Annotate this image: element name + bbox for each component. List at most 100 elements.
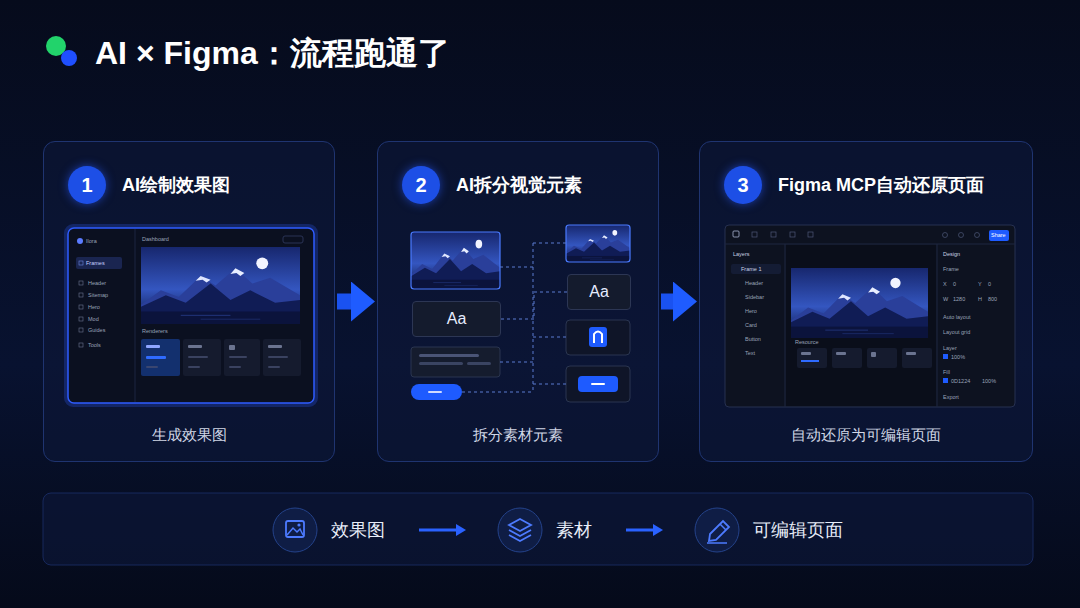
flow-arrow: [626, 529, 653, 532]
mock-dashboard: [183, 339, 221, 376]
flow-icons: [286, 521, 304, 537]
ui-label: Sitemap: [88, 292, 108, 299]
ui-label: Dashboard: [142, 236, 169, 243]
mock-figma: [808, 232, 813, 237]
split-elements: [411, 225, 630, 402]
mock-figma: [725, 225, 1015, 407]
split-elements: [419, 354, 479, 357]
mock-dashboard: [224, 339, 260, 376]
mock-figma: [902, 348, 932, 368]
flow-icons: [509, 519, 531, 531]
mock-figma: [785, 244, 786, 407]
step-number-text: 2: [415, 174, 426, 197]
step-number-text: 3: [737, 174, 748, 197]
ui-label: Renderers: [142, 328, 168, 335]
ui-label: 0D1224: [951, 378, 970, 385]
mock-dashboard: [268, 345, 282, 348]
mock-dashboard: [68, 228, 314, 403]
mock-figma: [791, 268, 928, 338]
step-number: 2: [402, 166, 440, 204]
mock-dashboard: [79, 281, 83, 285]
step-panel: Figma MCP自动还原页面自动还原为可编辑页面3: [699, 141, 1033, 462]
ui-label: Design: [943, 251, 960, 258]
mock-figma: [867, 348, 897, 368]
mock-dashboard: [146, 366, 158, 368]
mock-dashboard: [188, 356, 208, 358]
ui-label: Frame 1: [741, 266, 761, 273]
mock-figma: [801, 360, 819, 362]
panel-fill: [43, 141, 335, 462]
split-elements: [467, 362, 491, 365]
leader-lines: [533, 337, 566, 338]
mock-dashboard: [263, 339, 301, 376]
flow-text: 效果图: [331, 518, 385, 542]
flow-item: 素材: [496, 506, 596, 554]
flow-icons: [273, 508, 317, 552]
mock-figma: [943, 354, 948, 359]
split-elements: [566, 366, 630, 402]
leader-lines: [500, 362, 533, 363]
ui-label: Hero: [88, 304, 100, 311]
mock-dashboard: [79, 305, 83, 309]
ui-label: 0: [953, 281, 956, 288]
ui-label: Card: [745, 322, 757, 329]
mock-figma: [836, 352, 846, 355]
flow-icons: [707, 542, 727, 544]
step-panel: AI绘制效果图生成效果图1: [43, 141, 335, 462]
flow-icons: [297, 523, 300, 526]
leader-lines: [533, 243, 566, 244]
mock-figma: [989, 230, 1009, 241]
flow-icons: [509, 535, 531, 541]
text-element: Aa: [567, 274, 631, 310]
ui-label: Layers: [733, 251, 750, 258]
step-caption: 拆分素材元素: [378, 425, 658, 445]
panel-fill: [43, 141, 1033, 462]
mock-dashboard: [77, 238, 83, 244]
leader-lines: [462, 392, 533, 393]
split-elements: [411, 232, 500, 289]
ui-label: Header: [745, 280, 763, 287]
mock-dashboard: [79, 328, 83, 332]
step-heading: Figma MCP自动还原页面: [778, 174, 984, 196]
mock-dashboard: [229, 356, 247, 358]
mock-dashboard: [141, 339, 180, 376]
mock-figma: [871, 352, 876, 357]
mock-dashboard: [188, 366, 200, 368]
ui-label: Frames: [86, 260, 105, 267]
split-elements: [566, 225, 630, 262]
ui-label: Auto layout: [943, 314, 971, 321]
leader-lines: [533, 384, 566, 385]
mock-dashboard: [79, 343, 83, 347]
ui-label: H: [978, 296, 982, 303]
mock-figma: [937, 244, 938, 407]
ui-label: W: [943, 296, 948, 303]
element-text: Aa: [589, 283, 609, 301]
mock-figma: [786, 245, 936, 406]
ui-label: Button: [745, 336, 761, 343]
ui-label: Text: [745, 350, 755, 357]
ui-label: Ilora: [86, 238, 97, 245]
split-elements: [578, 376, 618, 392]
ui-label: 100%: [951, 354, 965, 361]
split-elements: [591, 383, 605, 385]
ui-label: Resource: [795, 339, 819, 346]
flow-icons: [709, 521, 729, 541]
bottom-band: [43, 493, 1033, 565]
step-arrow: [337, 294, 351, 310]
step-heading: AI绘制效果图: [122, 174, 230, 196]
element-text: Aa: [447, 310, 467, 328]
panel-fill: [377, 141, 659, 462]
ui-label: Mod: [88, 316, 99, 323]
mock-figma: [797, 348, 827, 368]
mock-figma: [975, 233, 980, 238]
ui-label: Frame: [943, 266, 959, 273]
flow-icons: [695, 508, 739, 552]
ui-label: 100%: [982, 378, 996, 385]
split-elements: [411, 347, 500, 377]
flow-arrow: [419, 529, 456, 532]
ui-label: 0: [988, 281, 991, 288]
mock-dashboard: [283, 236, 303, 243]
mock-figma: [731, 264, 781, 274]
